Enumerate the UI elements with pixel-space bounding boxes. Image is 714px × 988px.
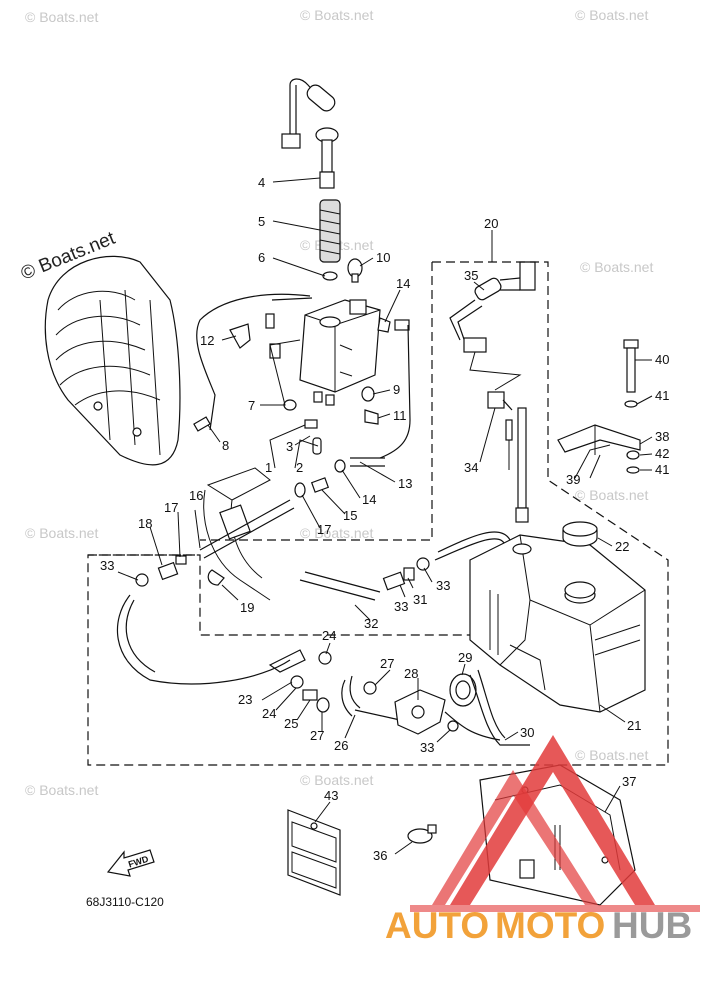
watermark-text: © Boats.net xyxy=(300,525,373,541)
forward-arrow: FWD xyxy=(106,849,155,877)
callout-29: 29 xyxy=(458,650,472,665)
callout-30: 30 xyxy=(520,725,534,740)
callout-35: 35 xyxy=(464,268,478,283)
brand-part-auto: AUTO xyxy=(385,905,489,946)
warning-label xyxy=(287,809,341,896)
callout-31: 31 xyxy=(413,592,427,607)
oil-pump xyxy=(394,673,501,741)
tank-bracket xyxy=(557,339,641,474)
callout-11: 11 xyxy=(393,408,407,423)
callout-3: 3 xyxy=(286,439,293,454)
callout-33: 33 xyxy=(100,558,114,573)
mid-hoses xyxy=(116,459,511,685)
callout-6: 6 xyxy=(258,250,265,265)
callout-33d: 33 xyxy=(420,740,434,755)
callout-41: 41 xyxy=(655,388,669,403)
callout-21: 21 xyxy=(627,718,641,733)
callout-36: 36 xyxy=(373,848,387,863)
callout-27b: 27 xyxy=(310,728,324,743)
sensor-cap xyxy=(347,258,363,283)
callout-2: 2 xyxy=(296,460,303,475)
callout-25: 25 xyxy=(284,716,298,731)
leader-lines xyxy=(117,177,653,855)
callout-13: 13 xyxy=(398,476,412,491)
callout-20: 20 xyxy=(484,216,498,231)
callout-42: 42 xyxy=(655,446,669,461)
watermark-text: © Boats.net xyxy=(25,782,98,798)
sub-tank-hoses xyxy=(193,293,411,467)
brand-part-hub: HUB xyxy=(612,905,692,946)
callout-numbers: 4 5 6 10 14 12 7 8 9 11 3 2 1 20 35 40 4… xyxy=(100,175,669,863)
oil-filter xyxy=(319,199,341,263)
callout-33c: 33 xyxy=(394,599,408,614)
callout-16: 16 xyxy=(189,488,203,503)
callout-12: 12 xyxy=(200,333,214,348)
callout-26: 26 xyxy=(334,738,348,753)
brand-logo xyxy=(410,735,700,912)
oil-tank-group-outline xyxy=(87,261,669,766)
callout-43: 43 xyxy=(324,788,338,803)
callout-15: 15 xyxy=(343,508,357,523)
callout-33b: 33 xyxy=(436,578,450,593)
watermark-text: © Boats.net xyxy=(25,9,98,25)
sub-tank-fasteners xyxy=(229,313,410,455)
watermark-text: © Boats.net xyxy=(580,259,653,275)
group-boundaries xyxy=(87,261,669,766)
callout-17b: 17 xyxy=(164,500,178,515)
callout-7: 7 xyxy=(248,398,255,413)
diagram-code: 68J3110-C120 xyxy=(86,895,164,909)
engine-mount xyxy=(203,467,271,601)
tank-cap xyxy=(562,521,598,547)
callout-34: 34 xyxy=(464,460,478,475)
callout-5: 5 xyxy=(258,214,265,229)
watermark-text: © Boats.net xyxy=(575,487,648,503)
callout-24: 24 xyxy=(322,628,336,643)
watermark-text: © Boats.net xyxy=(300,772,373,788)
callout-1: 1 xyxy=(265,460,272,475)
watermark-text: © Boats.net xyxy=(300,7,373,23)
callout-37: 37 xyxy=(622,774,636,789)
callout-28: 28 xyxy=(404,666,418,681)
callout-22: 22 xyxy=(615,539,629,554)
return-hose xyxy=(469,669,530,746)
callout-39: 39 xyxy=(566,472,580,487)
callout-19: 19 xyxy=(240,600,254,615)
brand-part-moto: MOTO xyxy=(495,905,605,946)
oil-line-group-outline xyxy=(200,262,433,541)
level-sensor-assembly xyxy=(281,78,339,189)
callout-9: 9 xyxy=(393,382,400,397)
watermark-text: © Boats.net xyxy=(25,525,98,541)
callout-23: 23 xyxy=(238,692,252,707)
callout-24b: 24 xyxy=(262,706,276,721)
callout-14: 14 xyxy=(396,276,410,291)
callout-38: 38 xyxy=(655,429,669,444)
dipstick-wiring xyxy=(449,261,536,555)
callout-18: 18 xyxy=(138,516,152,531)
engine-block xyxy=(44,255,181,466)
sub-oil-tank xyxy=(299,299,381,406)
callout-10: 10 xyxy=(376,250,390,265)
callout-8: 8 xyxy=(222,438,229,453)
o-ring xyxy=(322,271,338,281)
callout-4: 4 xyxy=(258,175,265,190)
callout-32: 32 xyxy=(364,616,378,631)
watermark-text: © Boats.net xyxy=(575,7,648,23)
callout-40: 40 xyxy=(655,352,669,367)
hose-clamp xyxy=(407,824,437,844)
callout-14b: 14 xyxy=(362,492,376,507)
callout-27: 27 xyxy=(380,656,394,671)
brand-wordmark: AUTO MOTO HUB xyxy=(385,905,692,946)
main-oil-tank xyxy=(469,534,646,713)
pump-fittings xyxy=(268,649,401,721)
callout-41b: 41 xyxy=(655,462,669,477)
callout-17: 17 xyxy=(317,522,331,537)
watermark-text: © Boats.net xyxy=(575,747,648,763)
